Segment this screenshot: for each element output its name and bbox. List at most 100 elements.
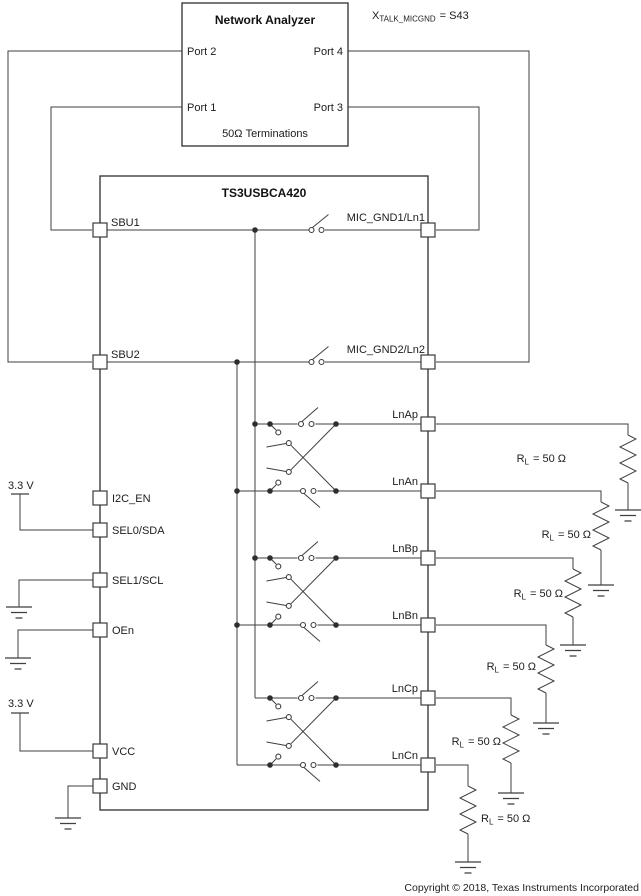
resistor-lnan — [592, 501, 610, 551]
pin-mic-gnd2 — [420, 354, 436, 370]
load-lnan: RL= 50 Ω — [436, 490, 615, 597]
network-analyzer: Network Analyzer Port 2 Port 4 Port 1 Po… — [181, 2, 349, 147]
right-pins: MIC_GND1/Ln1 MIC_GND2/Ln2 LnAp LnAn LnBp… — [347, 212, 436, 773]
network-analyzer-box — [181, 2, 349, 147]
load-wire — [436, 490, 602, 585]
pin-label-lnbn: LnBn — [392, 610, 418, 622]
supply-label: 3.3 V — [8, 698, 34, 710]
load-wire — [436, 423, 629, 510]
ground-wire — [17, 629, 93, 658]
load-label: RL= 50 Ω — [481, 813, 530, 827]
junction-dot — [252, 227, 258, 233]
copyright-text: Copyright © 2018, Texas Instruments Inco… — [404, 882, 639, 894]
ts3usbca420-chip: TS3USBCA420 — [92, 175, 436, 811]
pin-sbu2 — [92, 354, 108, 370]
network-analyzer-title: Network Analyzer — [215, 13, 316, 27]
pin-label-lnan: LnAn — [392, 476, 418, 488]
wire-port2-to-sbu2 — [7, 50, 182, 363]
ground-symbol — [497, 792, 525, 805]
supply-3v3-sel0: 3.3 V — [8, 480, 93, 531]
load-lncp: RL= 50 Ω — [436, 697, 525, 805]
load-lnbn: RL= 50 Ω — [436, 624, 560, 735]
port3-label: Port 3 — [314, 102, 343, 114]
pin-label-lncp: LnCp — [392, 683, 418, 695]
load-wire — [436, 557, 574, 645]
pin-label-mic-gnd1: MIC_GND1/Ln1 — [347, 212, 425, 224]
resistor-lncn — [459, 785, 477, 835]
ground-gnd-pin — [54, 785, 93, 830]
pin-lncp — [420, 690, 436, 706]
pin-sel1-scl — [92, 572, 108, 588]
supply-wire — [19, 713, 93, 752]
supply-wire — [19, 494, 93, 531]
ground-symbol — [587, 584, 615, 597]
switch-lnbn — [299, 621, 321, 643]
ground-symbol — [532, 722, 560, 735]
pin-label-i2c-en: I2C_EN — [112, 493, 151, 505]
load-lncn: RL= 50 Ω — [436, 764, 530, 874]
cross-switches-pair-c — [265, 694, 340, 769]
load-label: RL= 50 Ω — [514, 588, 563, 602]
ground-symbol — [614, 509, 641, 522]
cross-switches-pair-b — [265, 554, 340, 629]
port1-label: Port 1 — [187, 102, 216, 114]
resistor-lncp — [502, 714, 520, 764]
pin-lnap — [420, 416, 436, 432]
pin-lnbn — [420, 617, 436, 633]
load-label: RL= 50 Ω — [517, 453, 566, 467]
ground-wire — [67, 785, 93, 818]
interconnect-wires — [7, 50, 530, 363]
junction-dot — [234, 359, 240, 365]
ground-wire — [18, 579, 93, 607]
ground-symbol — [559, 644, 587, 657]
pin-label-lncn: LnCn — [392, 750, 418, 762]
junction-dot — [252, 555, 258, 561]
pin-mic-gnd1 — [420, 222, 436, 238]
load-lnbp: RL= 50 Ω — [436, 557, 587, 657]
terminations-label: 50Ω Terminations — [222, 128, 308, 140]
chip-title: TS3USBCA420 — [222, 186, 307, 200]
supply-3v3-vcc: 3.3 V — [8, 698, 93, 752]
port4-label: Port 4 — [314, 46, 343, 58]
pin-lncn — [420, 757, 436, 773]
load-label: RL= 50 Ω — [487, 661, 536, 675]
pin-i2c-en — [92, 490, 108, 506]
switch-lncp — [297, 680, 319, 702]
switch-lnbp — [297, 540, 319, 562]
pin-sbu1 — [92, 222, 108, 238]
load-wire — [436, 624, 547, 723]
switch-lnan — [299, 487, 321, 509]
junction-dot — [252, 421, 258, 427]
supply-label: 3.3 V — [8, 480, 34, 492]
pin-label-vcc: VCC — [112, 746, 135, 758]
resistor-lnbn — [537, 644, 555, 694]
pin-label-lnap: LnAp — [392, 409, 418, 421]
load-wire — [436, 764, 469, 862]
pin-sel0-sda — [92, 522, 108, 538]
pin-label-oen: OEn — [112, 625, 134, 637]
load-label: RL= 50 Ω — [452, 736, 501, 750]
junction-dot — [234, 622, 240, 628]
pin-vcc — [92, 743, 108, 759]
pin-label-mic-gnd2: MIC_GND2/Ln2 — [347, 344, 425, 356]
pin-label-sbu2: SBU2 — [111, 349, 140, 361]
ground-oen — [4, 629, 93, 670]
pin-gnd — [92, 778, 108, 794]
pin-label-lnbp: LnBp — [392, 543, 418, 555]
load-label: RL= 50 Ω — [542, 529, 591, 543]
pin-label-sel0-sda: SEL0/SDA — [112, 525, 165, 537]
ground-symbol — [54, 817, 82, 830]
ground-symbol — [5, 606, 33, 619]
load-wire — [436, 697, 512, 793]
ground-symbol — [454, 861, 482, 874]
switch-lnap — [297, 406, 319, 428]
junction-dot — [234, 488, 240, 494]
wire-port1-to-sbu1 — [50, 106, 182, 231]
port2-label: Port 2 — [187, 46, 216, 58]
pin-label-sel1-scl: SEL1/SCL — [112, 575, 163, 587]
resistor-lnap — [619, 434, 637, 484]
pin-label-sbu1: SBU1 — [111, 217, 140, 229]
wire-port3-to-micgnd1 — [348, 106, 480, 231]
